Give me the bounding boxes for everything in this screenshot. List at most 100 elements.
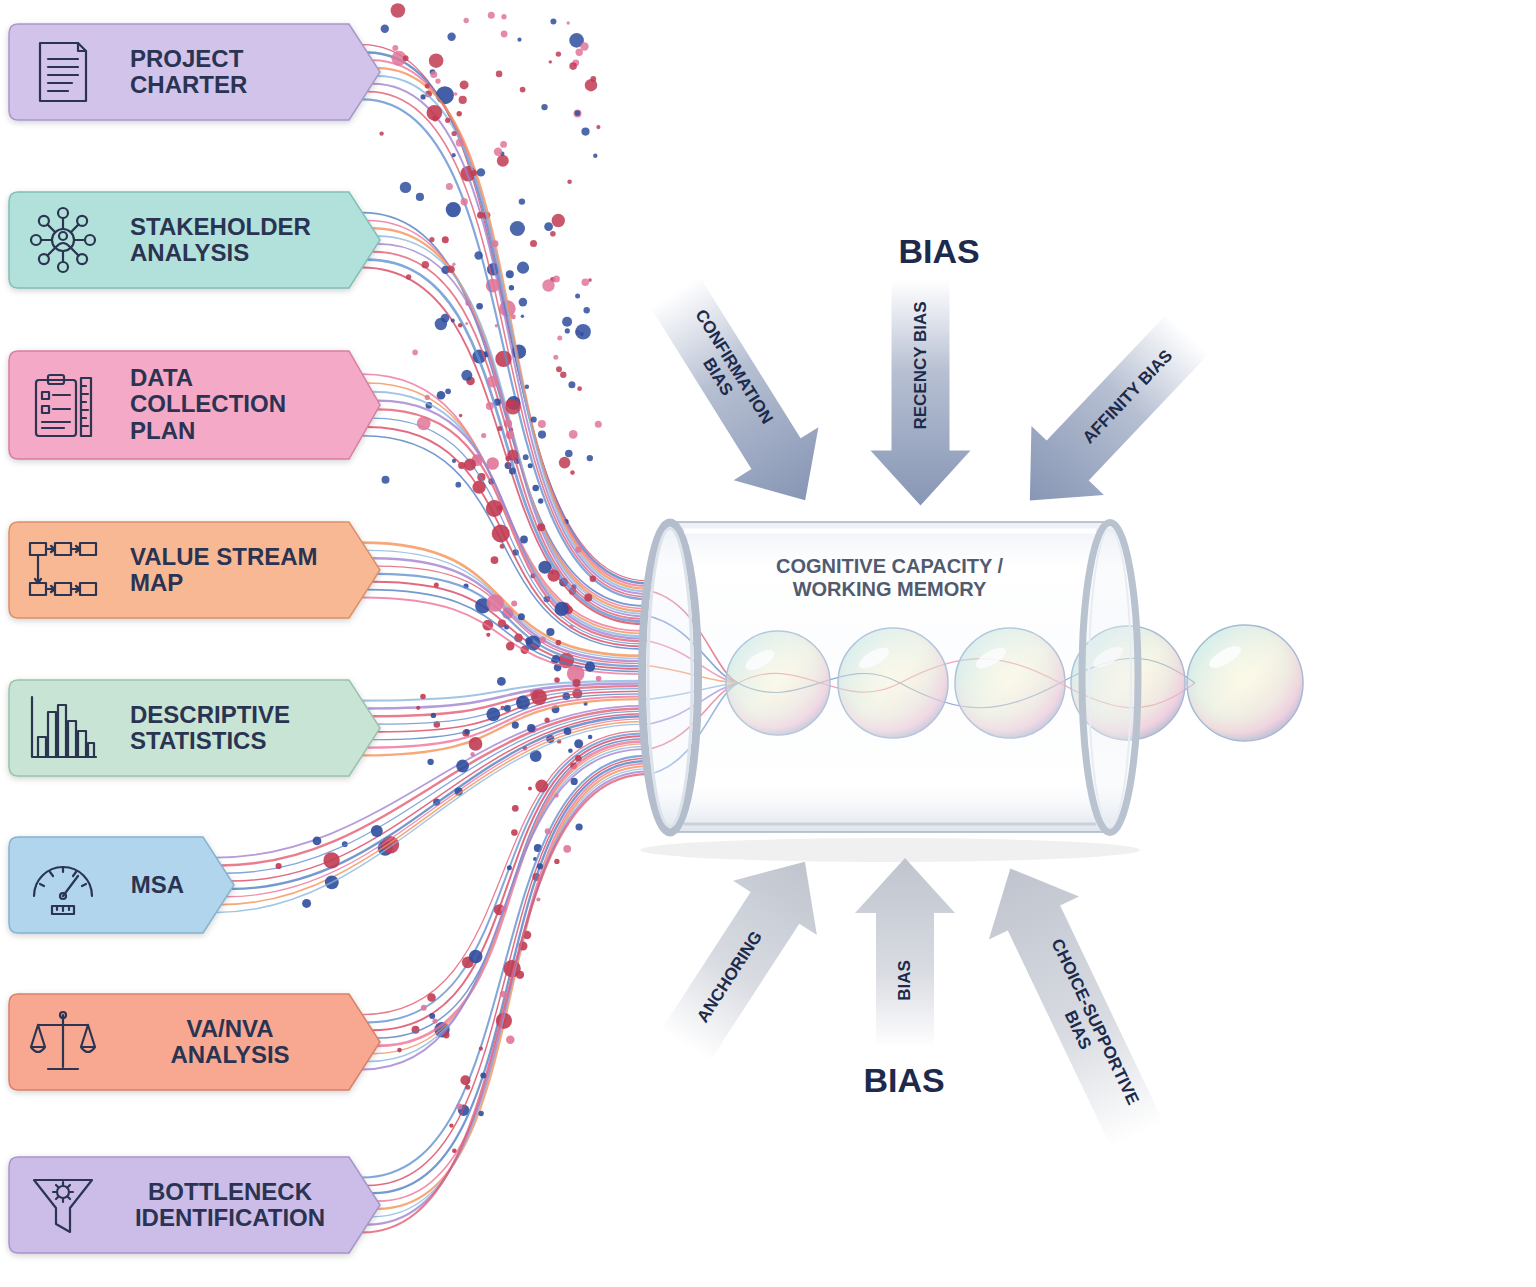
process-tag: STAKEHOLDER ANALYSIS (8, 191, 381, 289)
flow-dot (556, 640, 562, 646)
flow-dot (491, 556, 499, 564)
flow-dot (449, 1123, 453, 1127)
flow-dot (478, 1111, 483, 1116)
process-tag: DESCRIPTIVE STATISTICS (8, 679, 381, 777)
tag-label: MSA (130, 872, 185, 898)
spray-dot (531, 416, 537, 422)
cylinder-rim (648, 529, 692, 827)
process-tag: DATA COLLECTION PLAN (8, 350, 381, 460)
flow-stream (362, 756, 648, 1233)
flow-dot (276, 863, 282, 869)
flow-dot (537, 523, 545, 531)
flow-dot (516, 971, 524, 979)
flow-dot (397, 1048, 402, 1053)
spray-dot (582, 278, 590, 286)
spray-dot (403, 55, 409, 61)
spray-dot (456, 139, 464, 147)
flow-dot (512, 722, 519, 729)
cylinder-rim (1089, 530, 1131, 826)
scales-icon (31, 1012, 95, 1069)
spray-dot (452, 131, 457, 136)
spray-dot (556, 366, 562, 372)
flow-dot (421, 94, 426, 99)
process-tag: MSA (8, 836, 235, 934)
flow-line (367, 590, 642, 672)
flow-dot (596, 676, 602, 682)
spray-dot (575, 324, 591, 340)
flow-dot (532, 485, 539, 492)
flow-dot (540, 637, 546, 643)
flow-line (377, 401, 642, 639)
flow-dot (492, 525, 510, 543)
cylinder-label: COGNITIVE CAPACITY / WORKING MEMORY (740, 555, 1040, 601)
flow-line (367, 759, 646, 1186)
spray-dot (500, 141, 507, 148)
spray-dot (559, 457, 571, 469)
spray-dot (381, 25, 389, 33)
flow-dot (571, 778, 578, 785)
spray-dot (568, 381, 575, 388)
bias-arrow: RECENCY BIAS (870, 280, 970, 505)
flow-line (362, 597, 642, 674)
flow-dot (313, 837, 322, 846)
spray-dot (379, 131, 383, 135)
document-icon (40, 43, 86, 101)
spray-dot (541, 104, 547, 110)
flow-dot (506, 1035, 515, 1044)
flow-dot (563, 845, 571, 853)
spray-dot (447, 33, 455, 41)
spray-dot (521, 315, 524, 318)
flow-dot (546, 628, 554, 636)
arrow-body (994, 299, 1225, 535)
flow-dot (504, 705, 511, 712)
tag-shape (8, 836, 235, 934)
spray-dot (422, 261, 430, 269)
arrow-body (643, 835, 847, 1074)
flow-dot (486, 500, 503, 517)
spray-dot (446, 183, 453, 190)
flow-dot (574, 739, 583, 748)
flow-dot (538, 561, 551, 574)
spray-dot (412, 350, 418, 356)
tag-label: DATA COLLECTION PLAN (130, 365, 330, 444)
dot-spray (379, 3, 601, 487)
spray-dot (461, 198, 468, 205)
spray-dot (538, 420, 546, 428)
spray-dot (520, 87, 526, 93)
flow-dot (492, 240, 499, 247)
spray-dot (593, 154, 597, 158)
spray-dot (560, 372, 566, 378)
flow-dot (464, 729, 469, 734)
flow-dot (554, 793, 558, 797)
flow-dot (437, 391, 446, 400)
flow-dot (446, 202, 461, 217)
spray-dot (445, 118, 450, 123)
spray-dot (494, 148, 502, 156)
spray-dot (416, 193, 424, 201)
flow-dot (429, 1013, 435, 1019)
flow-line (377, 236, 644, 614)
tag-outline (9, 680, 380, 776)
flow-dot (588, 735, 593, 740)
flow-line (362, 213, 645, 606)
flow-dot (495, 351, 511, 367)
bias-label: RECENCY BIAS (911, 300, 930, 430)
spray-dot (497, 155, 509, 167)
flow-dot (584, 594, 592, 602)
spray-dot (435, 78, 440, 83)
arrow-shape (855, 858, 955, 1048)
flow-dot (528, 786, 532, 790)
flow-stream (362, 213, 645, 625)
flow-dot (477, 212, 484, 219)
tag-label: PROJECT CHARTER (130, 46, 330, 99)
gauge-icon (34, 867, 92, 914)
flow-dot (555, 602, 569, 616)
spray-dot (552, 214, 565, 227)
spray-dot (569, 430, 578, 439)
spray-dot (519, 298, 528, 307)
process-tag: BOTTLENECK IDENTIFICATION (8, 1156, 381, 1254)
flow-line (377, 76, 646, 591)
bias-arrow: CHOICE-SUPPORTIVE BIAS (965, 846, 1183, 1156)
flow-dot (432, 116, 438, 122)
